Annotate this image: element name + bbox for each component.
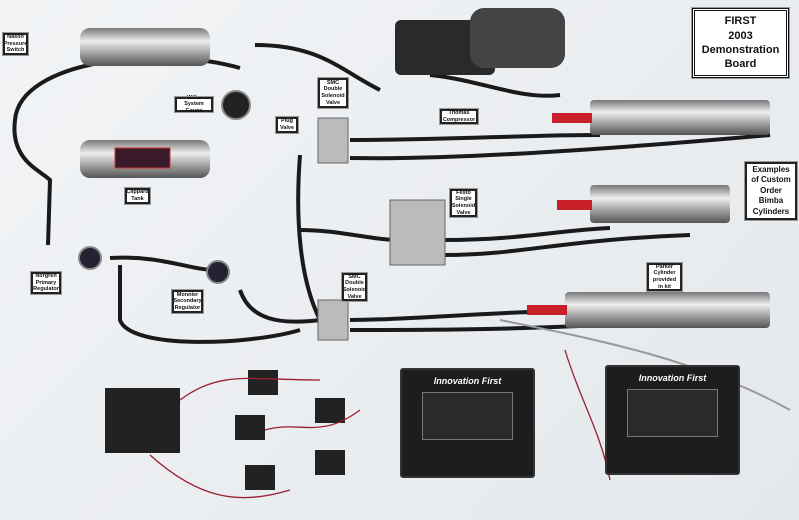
- label-parker: Parker Cylinder provided in kit: [646, 262, 683, 292]
- label-plug: Plug Valve: [275, 116, 299, 134]
- label-thomas: Thomas Compressor: [439, 108, 479, 125]
- controller-label: Innovation First: [433, 376, 502, 386]
- compressor: [395, 8, 565, 75]
- volume-tank-top: [80, 28, 210, 66]
- title-line: Board: [724, 58, 757, 71]
- label-clippard: Clippard Tank: [124, 187, 151, 205]
- robot-controller-1: Innovation First: [400, 368, 535, 478]
- label-norgren: Norgren Primary Regulator: [30, 271, 62, 295]
- label-festo: Festo Single Solenoid Valve: [449, 188, 478, 218]
- label-smc-top: SMC Double Solenoid Valve: [317, 77, 349, 109]
- bimba-cylinders: [527, 100, 770, 328]
- air-tubing: [12, 43, 771, 344]
- speed-controllers: [105, 370, 345, 490]
- label-wilke: Wilke System Gauge: [174, 95, 214, 114]
- title-line: Demonstration: [701, 44, 780, 56]
- label-monnier: Monnier Secondary Regulator: [171, 289, 204, 314]
- clippard-tank: [80, 140, 210, 178]
- robot-controller-2: Innovation First: [605, 365, 740, 475]
- solenoid-valves: [317, 117, 446, 341]
- title-line: 2003: [728, 29, 753, 42]
- board-title: FIRST 2003 Demonstration Board: [691, 7, 790, 79]
- wiring: [149, 349, 611, 499]
- label-smc-bottom: SMC Double Solenoid Valve: [341, 272, 368, 302]
- controller-label: Innovation First: [638, 373, 707, 383]
- title-line: FIRST: [724, 15, 757, 28]
- label-bimba: Examples of Custom Order Bimba Cylinders: [744, 161, 798, 221]
- gauge: [78, 90, 251, 284]
- label-nason: Nason Pressure Switch: [2, 32, 29, 56]
